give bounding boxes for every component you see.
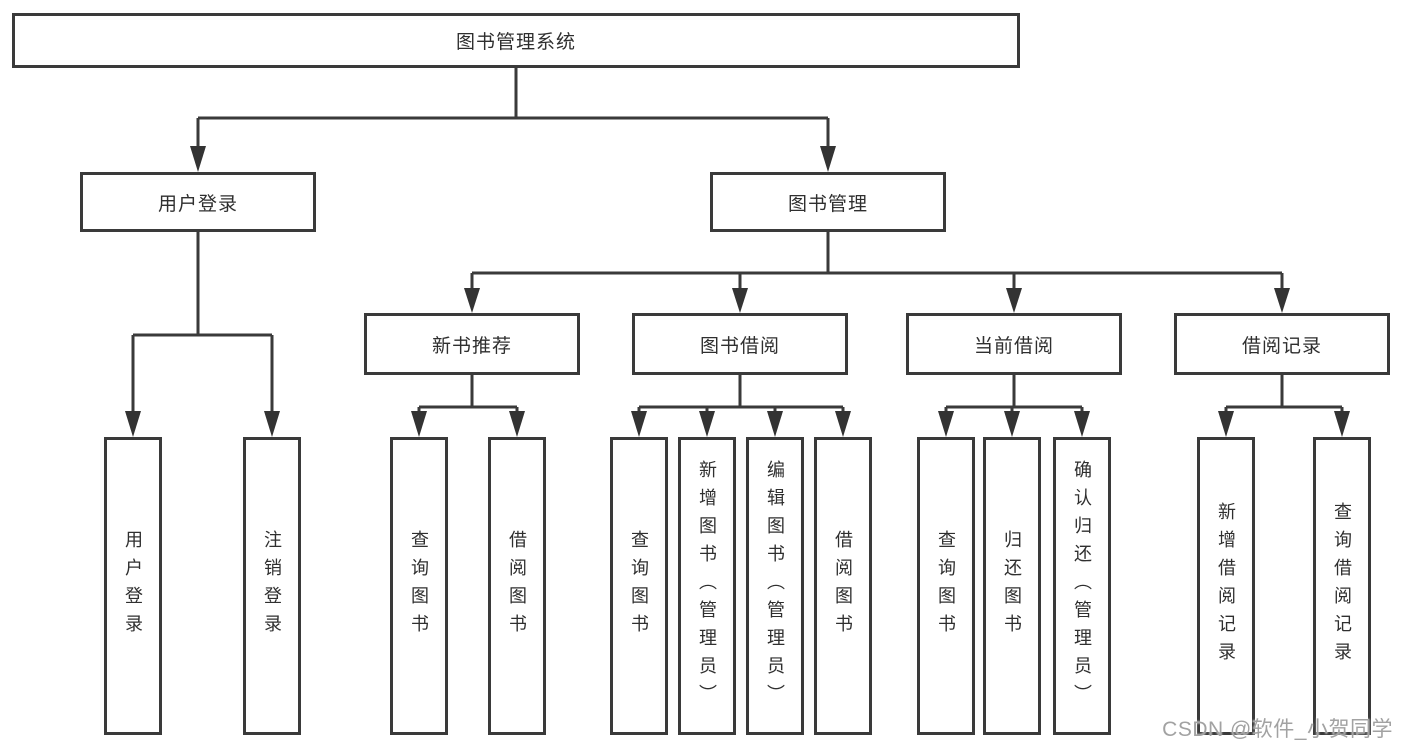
leaf-add-borrow-record: 新增借阅记录 bbox=[1197, 437, 1255, 735]
node-book-management: 图书管理 bbox=[710, 172, 946, 232]
node-borrow-records: 借阅记录 bbox=[1174, 313, 1390, 375]
node-book-borrowing: 图书借阅 bbox=[632, 313, 848, 375]
leaf-label: 编辑图书（管理员） bbox=[765, 460, 785, 712]
leaf-query-borrow-record: 查询借阅记录 bbox=[1313, 437, 1371, 735]
leaf-borrow-books: 借阅图书 bbox=[814, 437, 872, 735]
leaf-label: 新增借阅记录 bbox=[1216, 502, 1236, 670]
node-user-login: 用户登录 bbox=[80, 172, 316, 232]
leaf-label: 借阅图书 bbox=[507, 530, 527, 642]
leaf-label: 查询图书 bbox=[629, 530, 649, 642]
csdn-watermark: CSDN @软件_小贺同学 bbox=[1162, 718, 1393, 741]
leaf-label: 注销登录 bbox=[262, 530, 282, 642]
leaf-label: 新增图书（管理员） bbox=[697, 460, 717, 712]
leaf-label: 用户登录 bbox=[123, 530, 143, 642]
leaf-user-login: 用户登录 bbox=[104, 437, 162, 735]
leaf-logout: 注销登录 bbox=[243, 437, 301, 735]
leaf-label: 查询图书 bbox=[409, 530, 429, 642]
leaf-query-books-borrowing: 查询图书 bbox=[610, 437, 668, 735]
leaf-borrow-books-recommend: 借阅图书 bbox=[488, 437, 546, 735]
leaf-label: 确认归还（管理员） bbox=[1072, 460, 1092, 712]
leaf-query-books-recommend: 查询图书 bbox=[390, 437, 448, 735]
leaf-label: 借阅图书 bbox=[833, 530, 853, 642]
leaf-confirm-return-admin: 确认归还（管理员） bbox=[1053, 437, 1111, 735]
leaf-query-books-current: 查询图书 bbox=[917, 437, 975, 735]
node-current-borrowing: 当前借阅 bbox=[906, 313, 1122, 375]
leaf-label: 查询借阅记录 bbox=[1332, 502, 1352, 670]
node-new-book-recommend: 新书推荐 bbox=[364, 313, 580, 375]
leaf-label: 归还图书 bbox=[1002, 530, 1022, 642]
leaf-edit-books-admin: 编辑图书（管理员） bbox=[746, 437, 804, 735]
node-library-system: 图书管理系统 bbox=[12, 13, 1020, 68]
leaf-return-books: 归还图书 bbox=[983, 437, 1041, 735]
leaf-add-books-admin: 新增图书（管理员） bbox=[678, 437, 736, 735]
leaf-label: 查询图书 bbox=[936, 530, 956, 642]
